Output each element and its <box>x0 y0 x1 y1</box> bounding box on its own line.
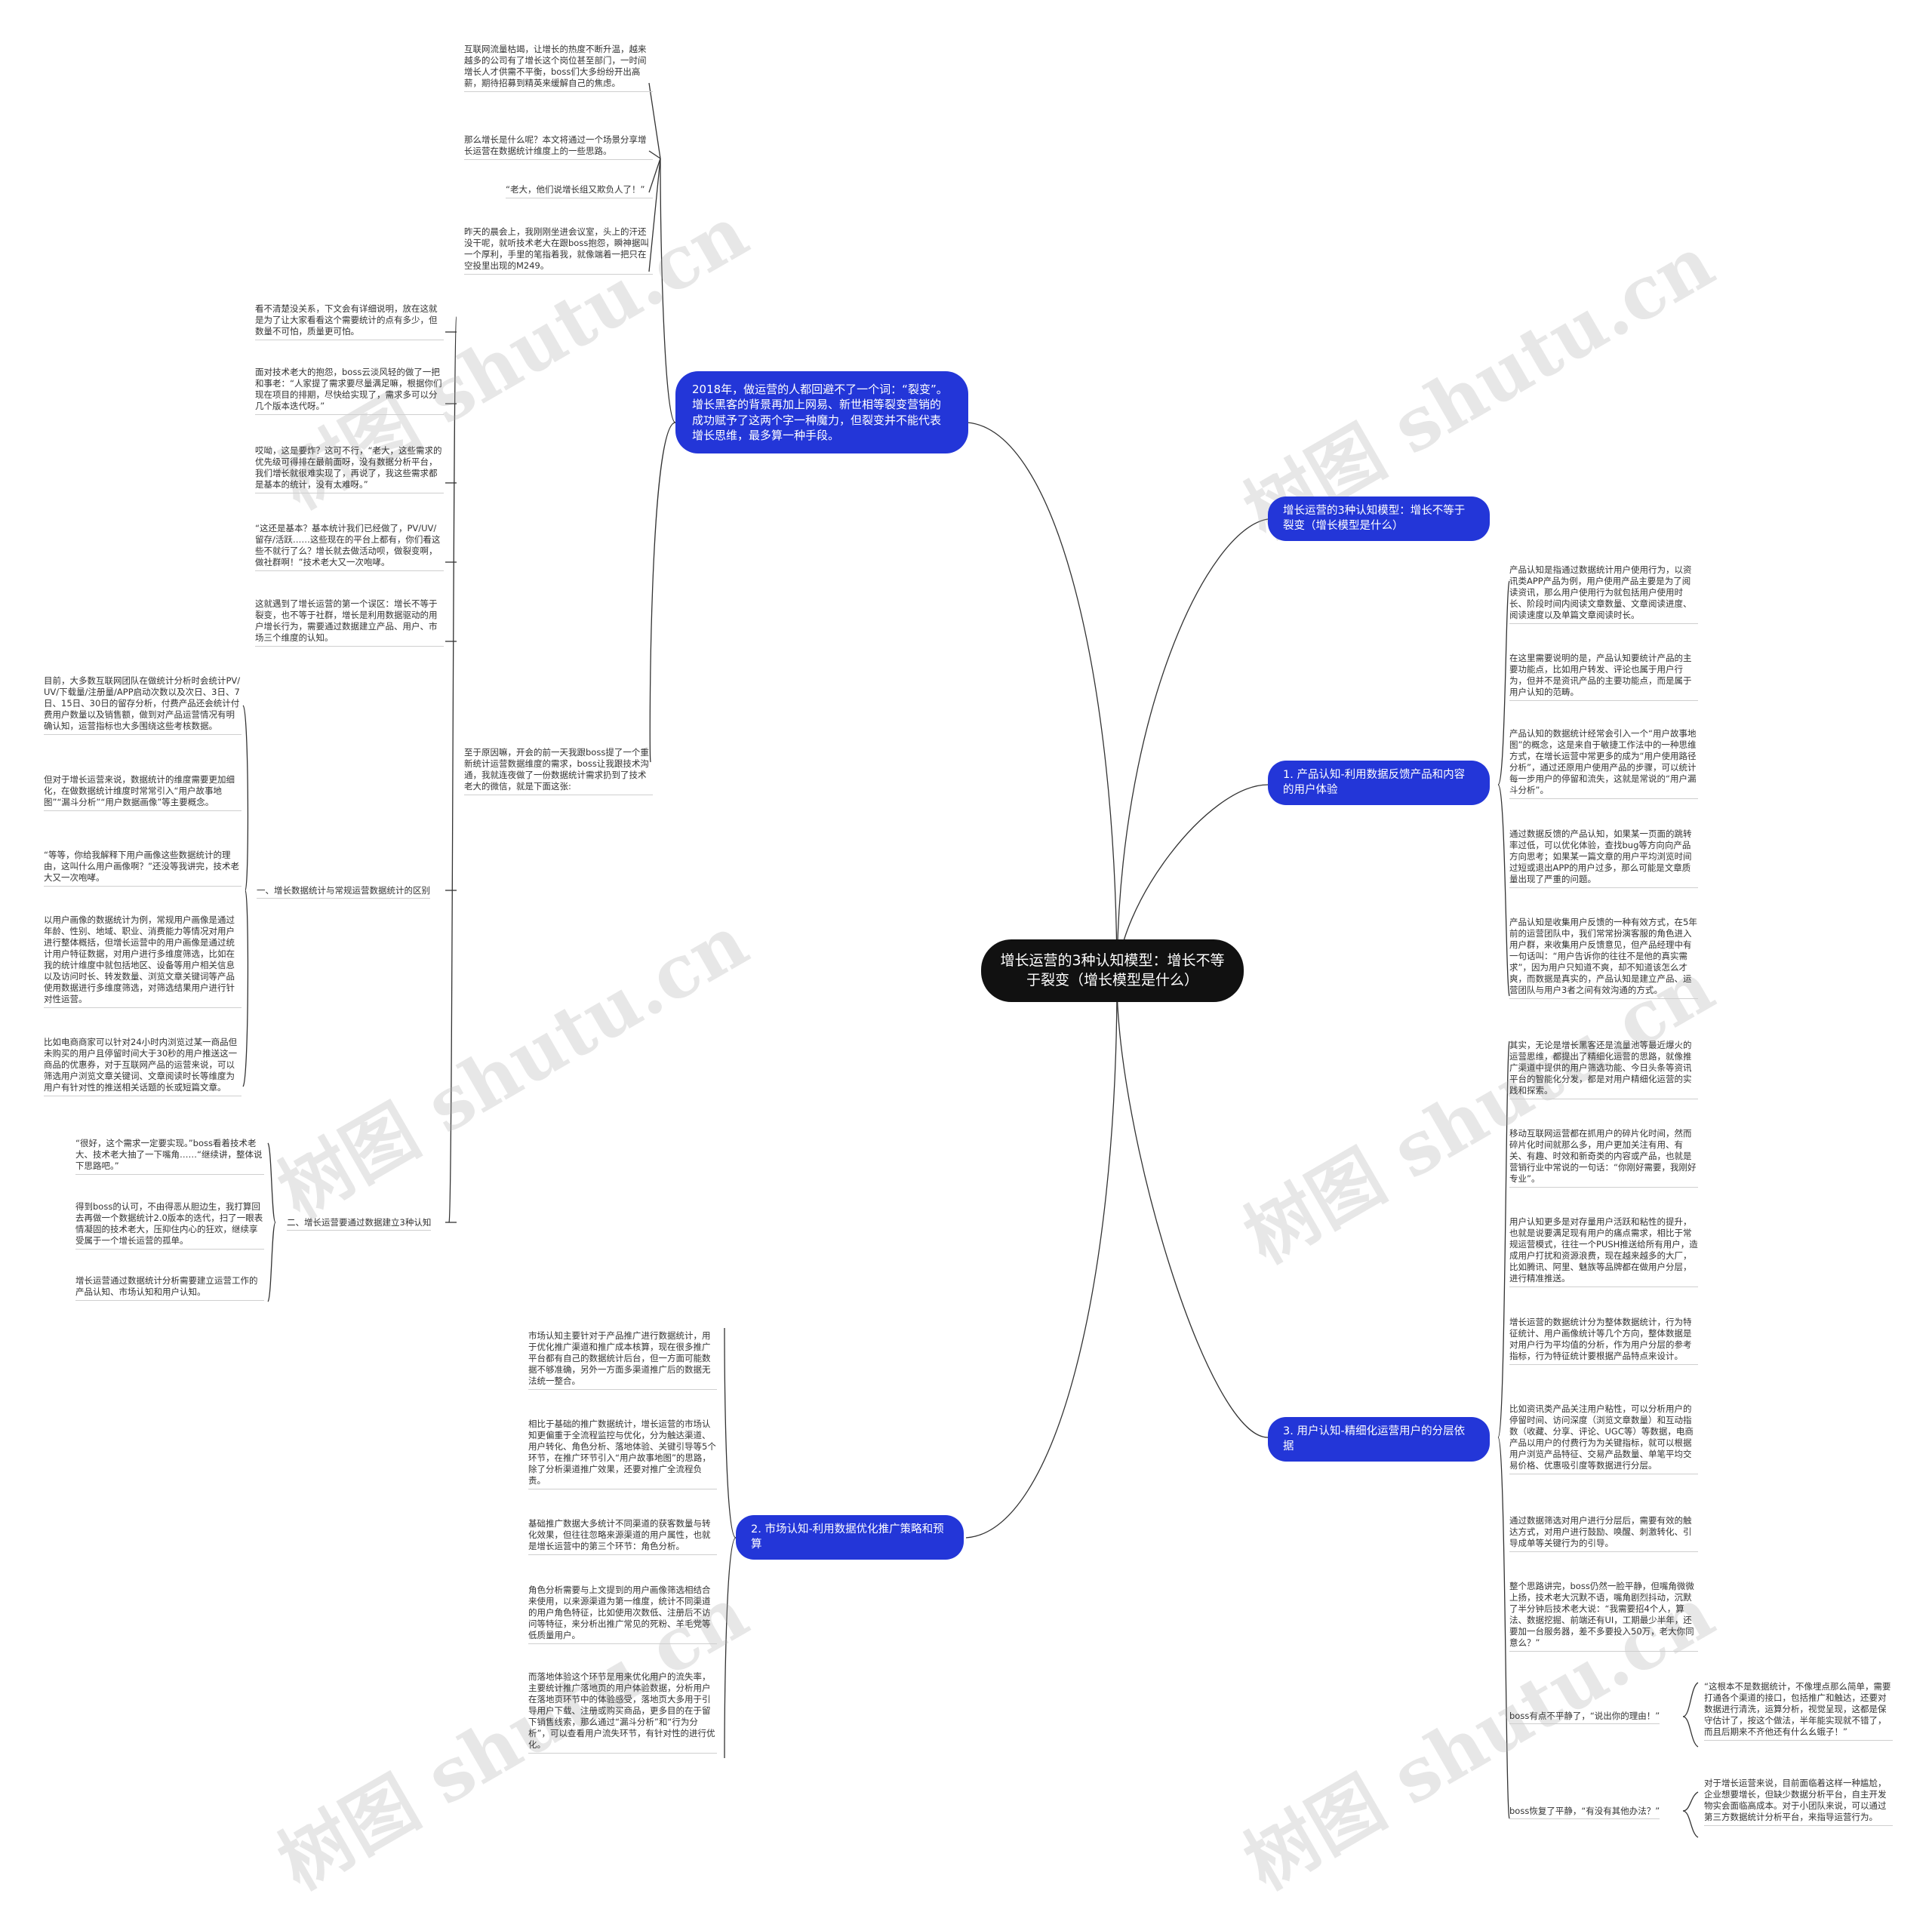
root-node[interactable]: 增长运营的3种认知模型：增长不等于裂变（增长模型是什么） <box>981 939 1244 1003</box>
list-item: 但对于增长运营来说，数据统计的维度需要更加细化，在做数据统计维度时常常引入“用户… <box>44 774 242 811</box>
list-item: 移动互联网运营都在抓用户的碎片化时间，然而碎片化时间就那么多，用户更加关注有用、… <box>1509 1128 1698 1188</box>
list-item: 这就遇到了增长运营的第一个误区：增长不等于裂变，也不等于社群，增长是利用数据驱动… <box>255 598 444 647</box>
branch-product[interactable]: 1. 产品认知-利用数据反馈产品和内容的用户体验 <box>1268 761 1490 806</box>
list-item: “很好，这个需求一定要实现。”boss看着技术老大、技术老大抽了一下嘴角……“继… <box>75 1138 264 1175</box>
list-item: 面对技术老大的抱怨，boss云淡风轻的做了一把和事老：“人家提了需求要尽量满足嘛… <box>255 367 444 415</box>
user-sub1-label[interactable]: boss有点不平静了，“说出你的理由！” <box>1509 1710 1660 1724</box>
root-title: 增长运营的3种认知模型：增长不等于裂变（增长模型是什么） <box>1000 952 1225 988</box>
list-item: 至于原因嘛，开会的前一天我跟boss提了一个重新统计运营数据维度的需求，boss… <box>464 747 653 795</box>
list-item: “老大，他们说增长组又欺负人了！” <box>506 184 653 198</box>
list-item: 相比于基础的推广数据统计，增长运营的市场认知更偏重于全流程监控与优化，分为触达渠… <box>528 1419 717 1489</box>
section-1-label[interactable]: 一、增长数据统计与常规运营数据统计的区别 <box>257 884 430 899</box>
branch-intro[interactable]: 2018年，做运营的人都回避不了一个词：“裂变”。增长黑客的背景再加上网易、新世… <box>675 371 968 453</box>
list-item: “这还是基本？基本统计我们已经做了，PV/UV/留存/活跃……这些现在的平台上都… <box>255 523 444 571</box>
list-item: 用户认知更多是对存量用户活跃和粘性的提升，也就是说要满足现有用户的痛点需求，相比… <box>1509 1216 1698 1287</box>
branch-market-title: 2. 市场认知-利用数据优化推广策略和预算 <box>751 1523 944 1551</box>
branch-user-title: 3. 用户认知-精细化运营用户的分层依据 <box>1283 1425 1466 1452</box>
branch-market[interactable]: 2. 市场认知-利用数据优化推广策略和预算 <box>736 1515 964 1560</box>
user-sub2-label[interactable]: boss恢复了平静，“有没有其他办法？” <box>1509 1805 1660 1819</box>
list-item: “等等，你给我解释下用户画像这些数据统计的理由，这叫什么用户画像啊？”还没等我讲… <box>44 850 242 887</box>
branch-model[interactable]: 增长运营的3种认知模型：增长不等于裂变（增长模型是什么） <box>1268 496 1490 542</box>
list-item: 比如电商商家可以针对24小时内浏览过某一商品但未购买的用户且停留时间大于30秒的… <box>44 1037 242 1096</box>
list-item: 目前，大多数互联网团队在做统计分析时会统计PV/UV/下载量/注册量/APP启动… <box>44 675 242 735</box>
branch-intro-title: 2018年，做运营的人都回避不了一个词：“裂变”。增长黑客的背景再加上网易、新世… <box>692 383 948 442</box>
list-item: 通过数据反馈的产品认知，如果某一页面的跳转率过低，可以优化体验，查找bug等方向… <box>1509 828 1698 888</box>
list-item: 增长运营的数据统计分为整体数据统计，行为特征统计、用户画像统计等几个方向，整体数… <box>1509 1317 1698 1365</box>
list-item: 比如资讯类产品关注用户粘性，可以分析用户的停留时间、访问深度（浏览文章数量）和互… <box>1509 1403 1698 1474</box>
list-item: 产品认知的数据统计经常会引入一个“用户故事地图”的概念，这是来自于敏捷工作法中的… <box>1509 728 1698 799</box>
list-item: 产品认知是收集用户反馈的一种有效方式，在5年前的运营团队中，我们常常扮演客服的角… <box>1509 917 1698 999</box>
branch-product-title: 1. 产品认知-利用数据反馈产品和内容的用户体验 <box>1283 769 1466 796</box>
list-item: 角色分析需要与上文提到的用户画像筛选相结合来使用，以来源渠道为第一维度，统计不同… <box>528 1585 717 1644</box>
list-item: 在这里需要说明的是，产品认知要统计产品的主要功能点，比如用户转发、评论也属于用户… <box>1509 653 1698 701</box>
branch-user[interactable]: 3. 用户认知-精细化运营用户的分层依据 <box>1268 1417 1490 1462</box>
list-item: 得到boss的认可，不由得恶从胆边生，我打算回去再做一个数据统计2.0版本的迭代… <box>75 1201 264 1250</box>
list-item: 增长运营通过数据统计分析需要建立运营工作的产品认知、市场认知和用户认知。 <box>75 1275 264 1301</box>
list-item: 哎呦，这是要炸？这可不行，“老大，这些需求的优先级可得排在最前面呀，没有数据分析… <box>255 445 444 493</box>
list-item: 以用户画像的数据统计为例，常规用户画像是通过年龄、性别、地域、职业、消费能力等情… <box>44 915 242 1008</box>
list-item: 通过数据筛选对用户进行分层后，需要有效的触达方式，对用户进行鼓励、唤醒、刺激转化… <box>1509 1515 1698 1552</box>
list-item: 市场认知主要针对于产品推广进行数据统计，用于优化推广渠道和推广成本核算，现在很多… <box>528 1330 717 1390</box>
list-item: 互联网流量枯竭，让增长的热度不断升温，越来越多的公司有了增长这个岗位甚至部门，一… <box>464 44 653 92</box>
list-item: 看不清楚没关系，下文会有详细说明，放在这就是为了让大家看看这个需要统计的点有多少… <box>255 303 444 340</box>
list-item: 对于增长运营来说，目前面临着这样一种尴尬，企业想要增长，但缺少数据分析平台，自主… <box>1704 1778 1893 1826</box>
list-item: 整个思路讲完，boss仍然一脸平静，但嘴角微微上扬，技术老大沉默不语，嘴角剧烈抖… <box>1509 1581 1698 1652</box>
list-item: 而落地体验这个环节是用来优化用户的流失率，主要统计推广落地页的用户体验数据，分析… <box>528 1671 717 1754</box>
list-item: 基础推广数据大多统计不同渠道的获客数量与转化效果，但往往忽略来源渠道的用户属性，… <box>528 1518 717 1555</box>
list-item: 其实，无论是增长黑客还是流量池等最近爆火的运营思维，都提出了精细化运营的思路，就… <box>1509 1040 1698 1099</box>
list-item: “这根本不是数据统计，不像埋点那么简单，需要打通各个渠道的接口，包括推广和触达，… <box>1704 1681 1893 1741</box>
list-item: 昨天的晨会上，我刚刚坐进会议室，头上的汗还没干呢，就听技术老大在跟boss抱怨，… <box>464 226 653 275</box>
list-item: 产品认知是指通过数据统计用户使用行为，以资讯类APP产品为例，用户使用产品主要是… <box>1509 564 1698 624</box>
section-2-label[interactable]: 二、增长运营要通过数据建立3种认知 <box>287 1216 432 1231</box>
branch-model-title: 增长运营的3种认知模型：增长不等于裂变（增长模型是什么） <box>1283 505 1466 532</box>
list-item: 那么增长是什么呢？本文将通过一个场景分享增长运营在数据统计维度上的一些思路。 <box>464 134 653 160</box>
